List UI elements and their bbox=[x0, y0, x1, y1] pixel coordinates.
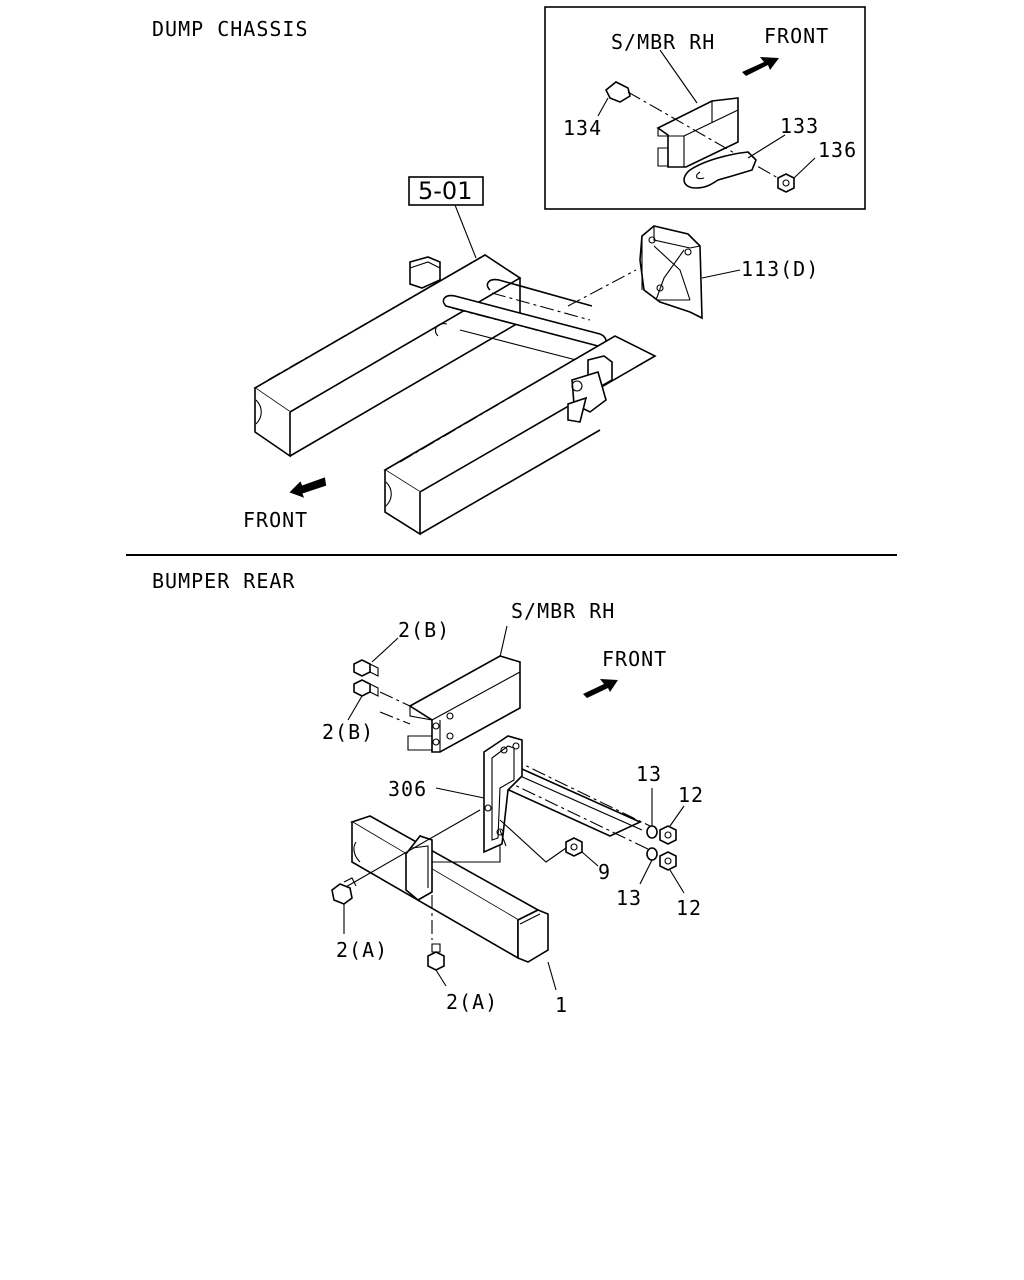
bolts-2a: 2(A) 2(A) bbox=[331, 877, 498, 1014]
inset-part-136: 136 bbox=[818, 138, 857, 162]
part-9-label: 9 bbox=[598, 860, 611, 884]
inset-detail: S/MBR RH FRONT 134 133 136 bbox=[544, 6, 866, 210]
bracket-113: 113(D) bbox=[639, 225, 819, 320]
part-2a-left: 2(A) bbox=[336, 938, 388, 962]
inset-member-leader bbox=[659, 49, 698, 104]
inset-member-label: S/MBR RH bbox=[611, 30, 715, 54]
dump-front-label: FRONT bbox=[243, 508, 308, 532]
dump-chassis-section: DUMP CHASSIS S/MBR RH FRONT 134 133 bbox=[152, 6, 866, 536]
inset-part-134: 134 bbox=[563, 116, 602, 140]
inset-part-133: 133 bbox=[780, 114, 819, 138]
ref-box-label: 5-01 bbox=[418, 177, 472, 205]
part-306-label: 306 bbox=[388, 777, 427, 801]
bumper-side-member bbox=[379, 625, 521, 753]
inset-front-arrow-icon bbox=[742, 57, 779, 76]
bumper-rear-title: BUMPER REAR bbox=[152, 569, 295, 593]
inset-front-label: FRONT bbox=[764, 24, 829, 48]
bumper-front-label: FRONT bbox=[602, 647, 667, 671]
inset-tow-hook bbox=[683, 151, 757, 189]
part-2b-top: 2(B) bbox=[398, 618, 450, 642]
part-1-label: 1 bbox=[555, 993, 568, 1017]
part-12-bottom: 12 bbox=[676, 896, 702, 920]
part-113-label: 113(D) bbox=[741, 257, 819, 281]
nut-9-icon bbox=[565, 837, 583, 857]
bumper-rear-section: BUMPER REAR S/MBR RH FRONT 2(B) bbox=[152, 569, 704, 1017]
ref-box bbox=[408, 176, 484, 206]
part-13-top: 13 bbox=[636, 762, 662, 786]
part-13-bottom: 13 bbox=[616, 886, 642, 910]
chassis-frame bbox=[253, 254, 657, 536]
front-arrow-icon bbox=[289, 477, 327, 498]
inset-bolt-icon bbox=[604, 81, 631, 103]
bumper-member-label: S/MBR RH bbox=[511, 599, 615, 623]
inset-frame bbox=[544, 6, 866, 210]
bolts-2b: 2(B) 2(B) bbox=[322, 618, 450, 744]
inset-nut-icon bbox=[777, 173, 795, 193]
bumper-front-arrow-icon bbox=[583, 679, 618, 698]
part-2a-bottom: 2(A) bbox=[446, 990, 498, 1014]
bumper-bar: 1 bbox=[343, 809, 568, 1017]
bracket-306: 306 bbox=[388, 735, 567, 863]
fasteners-12-13: 13 12 13 12 bbox=[616, 762, 704, 920]
part-2b-bottom: 2(B) bbox=[322, 720, 374, 744]
part-12-top: 12 bbox=[678, 783, 704, 807]
ref-box-leader bbox=[454, 204, 477, 259]
dump-chassis-title: DUMP CHASSIS bbox=[152, 17, 309, 41]
